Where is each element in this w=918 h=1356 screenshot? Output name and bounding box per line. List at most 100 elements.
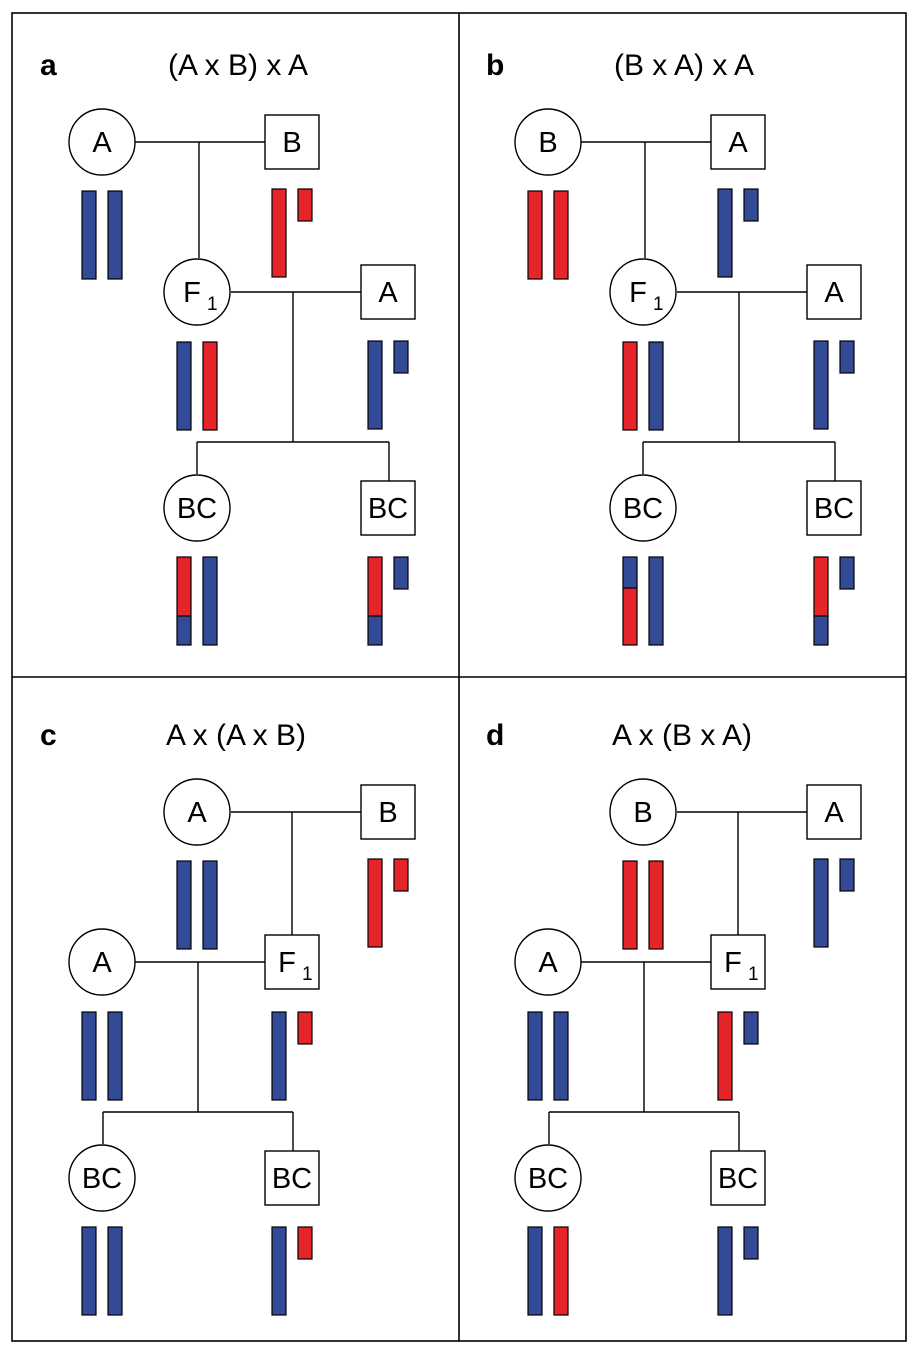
chromosome-outline — [648, 860, 664, 950]
chromosome-segment-a — [840, 557, 854, 589]
chromosome-segment-b — [814, 557, 828, 616]
chromosome-segment-a — [368, 341, 382, 429]
cross-title: (A x B) x A — [168, 49, 308, 82]
node-label: B — [633, 797, 652, 829]
chromosome-segment-b — [649, 861, 663, 949]
male-symbol — [806, 480, 862, 536]
node-label: A — [92, 947, 112, 979]
node-label: F — [278, 947, 296, 979]
chromosome-2 — [393, 556, 409, 590]
chromosome-outline — [297, 1011, 313, 1045]
chromosome-segment-a — [177, 616, 191, 645]
chromosome-2 — [297, 1011, 313, 1045]
female-symbol — [514, 108, 582, 176]
female-node-p1: A — [68, 108, 136, 176]
chromosome-outline — [271, 1226, 287, 1316]
chromosome-outline — [839, 556, 855, 590]
chromosome-outline — [648, 341, 664, 431]
chromosome-1 — [271, 1226, 287, 1316]
male-symbol — [806, 784, 862, 840]
node-label: BC — [528, 1163, 568, 1195]
chromosome-outline — [717, 1011, 733, 1101]
chromosome-segment-a — [814, 341, 828, 429]
chromosome-outline — [107, 190, 123, 280]
male-symbol — [360, 480, 416, 536]
chromosome-segment-a — [82, 1227, 96, 1315]
male-node-bc2: BC — [710, 1150, 766, 1206]
chromosome-segment-b — [528, 191, 542, 279]
chromosome-segment-a — [814, 859, 828, 947]
chromosome-outline — [81, 1011, 97, 1101]
node-label: BC — [623, 493, 663, 525]
chromosome-segment-a — [649, 557, 663, 645]
female-symbol — [68, 108, 136, 176]
chromosome-segment-a — [82, 1012, 96, 1100]
chromosome-outline — [622, 556, 638, 646]
female-symbol — [68, 928, 136, 996]
chromosome-outline — [622, 341, 638, 431]
male-symbol — [264, 934, 320, 990]
male-node-p2: B — [360, 784, 416, 840]
male-node-p2: A — [710, 114, 766, 170]
male-node-bc2: BC — [360, 480, 416, 536]
chromosome-outline — [176, 860, 192, 950]
chromosome-outline — [839, 858, 855, 892]
chromosome-segment-a — [108, 1227, 122, 1315]
chromosome-outline — [107, 1226, 123, 1316]
female-node-mate: A — [68, 928, 136, 996]
chromosome-outline — [202, 341, 218, 431]
chromosome-1 — [622, 556, 638, 646]
chromosome-2 — [107, 1011, 123, 1101]
chromosome-outline — [367, 340, 383, 430]
chromosome-outline — [813, 858, 829, 948]
chromosome-segment-a — [744, 1227, 758, 1259]
chromosome-1 — [717, 1011, 733, 1101]
chromosome-outline — [107, 1011, 123, 1101]
chromosome-outline — [393, 340, 409, 374]
chromosome-segment-a — [203, 861, 217, 949]
chromosome-2 — [107, 190, 123, 280]
chromosome-1 — [622, 860, 638, 950]
male-symbol — [360, 784, 416, 840]
chromosome-1 — [622, 341, 638, 431]
male-symbol — [710, 1150, 766, 1206]
chromosome-1 — [367, 340, 383, 430]
chromosome-2 — [553, 190, 569, 280]
chromosome-2 — [393, 340, 409, 374]
panel-label: a — [40, 49, 57, 82]
chromosome-2 — [202, 860, 218, 950]
chromosome-outline — [202, 556, 218, 646]
cross-title: A x (A x B) — [166, 719, 306, 752]
female-node-bc1: BC — [514, 1144, 582, 1212]
chromosome-2 — [648, 860, 664, 950]
chromosome-segment-b — [718, 1012, 732, 1100]
female-symbol — [163, 474, 231, 542]
chromosome-segment-b — [177, 557, 191, 616]
chromosome-segment-b — [368, 859, 382, 947]
female-node-p1: B — [514, 108, 582, 176]
node-subscript: 1 — [207, 294, 218, 315]
chromosome-2 — [743, 1226, 759, 1260]
chromosome-segment-b — [623, 861, 637, 949]
chromosome-segment-a — [840, 341, 854, 373]
female-symbol — [514, 1144, 582, 1212]
node-subscript: 1 — [748, 964, 759, 985]
node-label: BC — [177, 493, 217, 525]
chromosome-1 — [813, 556, 829, 646]
chromosome-segment-b — [298, 1012, 312, 1044]
chromosome-segment-a — [394, 341, 408, 373]
node-label: A — [538, 947, 558, 979]
chromosome-1 — [527, 1011, 543, 1101]
chromosome-outline — [553, 1226, 569, 1316]
chromosome-outline — [648, 556, 664, 646]
chromosome-segment-b — [298, 1227, 312, 1259]
chromosome-1 — [813, 858, 829, 948]
chromosome-2 — [297, 1226, 313, 1260]
chromosome-1 — [176, 556, 192, 646]
panel-label: b — [486, 49, 504, 82]
chromosome-2 — [202, 556, 218, 646]
node-label: BC — [368, 493, 408, 525]
